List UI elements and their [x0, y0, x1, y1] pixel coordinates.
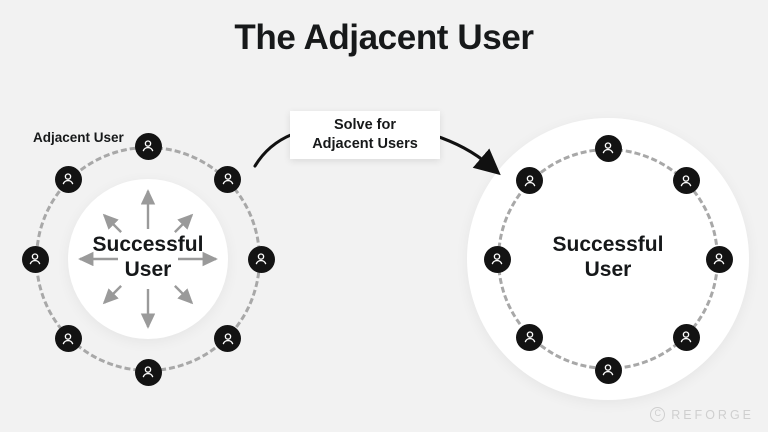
person-icon — [21, 245, 49, 273]
person-icon — [134, 132, 162, 160]
person-icon — [214, 325, 242, 353]
callout-line2: Adjacent Users — [312, 136, 418, 152]
left-center-label: Successful User — [68, 233, 228, 283]
outward-arrow — [174, 213, 194, 233]
callout-line1: Solve for — [333, 116, 397, 133]
person-icon — [247, 245, 275, 273]
left-center-label-line1: Successful — [92, 233, 204, 256]
right-center-label-line2: User — [584, 257, 632, 281]
person-icon — [594, 134, 622, 162]
outward-arrow — [102, 213, 122, 233]
person-icon — [705, 245, 733, 273]
person-icon — [516, 167, 543, 194]
adjacent-user-caption: Adjacent User — [33, 130, 124, 145]
person-icon — [134, 358, 162, 386]
reforge-watermark: C REFORGE — [650, 407, 754, 422]
brand-name: REFORGE — [671, 407, 754, 422]
person-icon — [214, 165, 242, 193]
copyright-icon: C — [650, 407, 666, 422]
person-icon — [54, 165, 82, 193]
person-icon — [672, 323, 700, 351]
person-icon — [672, 167, 700, 194]
page-title: The Adjacent User — [234, 18, 534, 57]
outward-arrow — [102, 285, 122, 305]
person-icon — [516, 323, 543, 351]
person-icon — [594, 356, 622, 384]
outward-arrow — [174, 285, 194, 305]
right-center-label: Successful User — [523, 233, 693, 283]
callout-box: Solve for Adjacent Users — [290, 111, 440, 159]
right-center-label-line1: Successful — [552, 233, 664, 256]
person-icon — [483, 245, 511, 273]
left-center-label-line2: User — [124, 257, 172, 281]
person-icon — [54, 325, 82, 353]
